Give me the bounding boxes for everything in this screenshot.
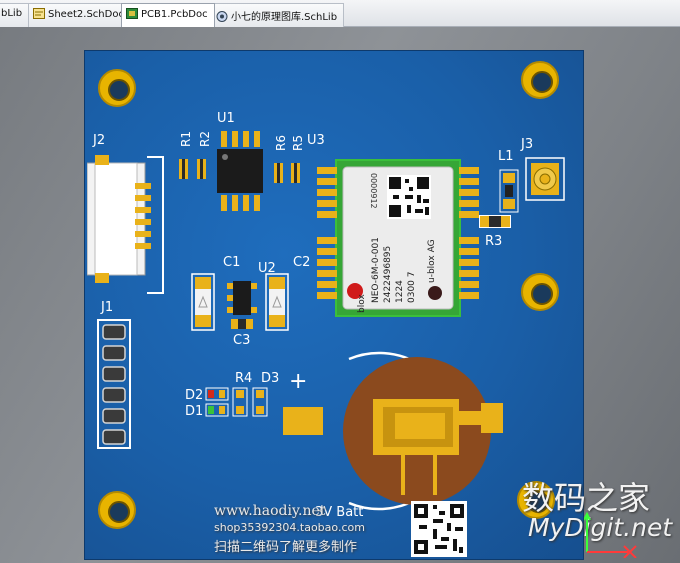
r4-label: R4 <box>235 371 253 386</box>
r6-label: R6 <box>274 135 288 151</box>
u3-gps-module[interactable]: 0000912 blox NEO-6M-0-001 2422496895 122… <box>317 153 479 323</box>
r6-resistor[interactable] <box>274 163 283 183</box>
watermark-brand-en: MyDigit.net <box>528 513 673 542</box>
schdoc-icon <box>33 8 45 19</box>
u3-label: U3 <box>307 133 325 148</box>
c2-label: C2 <box>293 255 311 270</box>
u1-label: U1 <box>217 111 235 126</box>
r2-resistor[interactable] <box>197 159 206 179</box>
schlib-icon <box>216 11 228 22</box>
module-line4: 0300 7 <box>407 271 417 304</box>
j3-antenna-connector[interactable] <box>525 157 565 201</box>
d2-label: D2 <box>185 388 204 403</box>
tab-xiaoqi-schlib[interactable]: 小七的原理图库.SchLib <box>211 3 345 27</box>
tab-label: 小七的原理图库.SchLib <box>231 12 338 23</box>
pcbdoc-icon <box>126 8 138 19</box>
watermark-shop: shop35392304.taobao.com <box>214 521 365 534</box>
mounting-hole-top-left <box>98 69 136 107</box>
watermark-brand-cn: 数码之家 <box>522 479 651 517</box>
r2-label: R2 <box>198 131 212 147</box>
module-side: u-blox AG <box>427 239 437 283</box>
d1-label: D1 <box>185 404 204 419</box>
u2-label: U2 <box>258 261 276 276</box>
j2-label: J2 <box>93 133 106 148</box>
c3-capacitor[interactable] <box>231 319 253 329</box>
mounting-hole-right <box>521 273 559 311</box>
mounting-hole-bottom-left <box>98 491 136 529</box>
c1-label: C1 <box>223 255 241 270</box>
module-brand: blox <box>357 294 367 313</box>
r1-label: R1 <box>179 131 193 147</box>
j2-connector[interactable] <box>86 155 165 295</box>
tab-label: Sheet2.SchDoc <box>48 9 124 20</box>
u1-chip[interactable] <box>215 129 265 215</box>
l1-inductor[interactable] <box>499 169 519 213</box>
c2-capacitor[interactable] <box>265 273 289 331</box>
u2-regulator[interactable] <box>225 279 259 317</box>
module-code: 0000912 <box>369 173 378 209</box>
origin-axis-icon <box>583 511 644 559</box>
battery-label: 3V Batt <box>315 505 364 520</box>
j1-header[interactable] <box>97 319 131 449</box>
j3-label: J3 <box>521 137 534 152</box>
battery-holder[interactable] <box>283 351 507 511</box>
module-line3: 1224 <box>395 280 405 303</box>
tab-label: PCB1.PcbDoc <box>141 9 208 20</box>
tab-label: bLib <box>1 8 23 19</box>
document-tab-bar: bLib Sheet2.SchDoc PCB1.PcbDoc 小七的原理图库.S… <box>0 0 680 27</box>
module-line1: NEO-6M-0-001 <box>371 237 381 303</box>
l1-label: L1 <box>498 149 514 164</box>
tab-schlib-partial[interactable]: bLib <box>0 3 30 27</box>
r3-label: R3 <box>485 234 503 249</box>
d3-label: D3 <box>261 371 280 386</box>
j1-label: J1 <box>101 300 114 315</box>
r5-resistor[interactable] <box>291 163 300 183</box>
c1-capacitor[interactable] <box>191 273 215 331</box>
c3-label: C3 <box>233 333 251 348</box>
mounting-hole-bottom-right <box>517 481 555 519</box>
tab-pcb1-pcbdoc[interactable]: PCB1.PcbDoc <box>121 3 215 27</box>
battery-plus-label: + <box>289 369 308 394</box>
r3-resistor[interactable] <box>479 215 511 228</box>
led-resistor-cluster[interactable] <box>205 387 277 419</box>
module-line2: 2422496895 <box>383 245 393 303</box>
tab-sheet2-schdoc[interactable]: Sheet2.SchDoc <box>28 3 131 27</box>
watermark-site: www.haodiy.net <box>214 503 326 519</box>
watermark-qr-code <box>411 501 467 557</box>
r5-label: R5 <box>291 135 305 151</box>
r1-resistor[interactable] <box>179 159 188 179</box>
pcb-board[interactable]: J2 J1 U1 <box>84 50 584 560</box>
watermark-scan-text: 扫描二维码了解更多制作 <box>214 540 358 555</box>
mounting-hole-top-right <box>521 61 559 99</box>
